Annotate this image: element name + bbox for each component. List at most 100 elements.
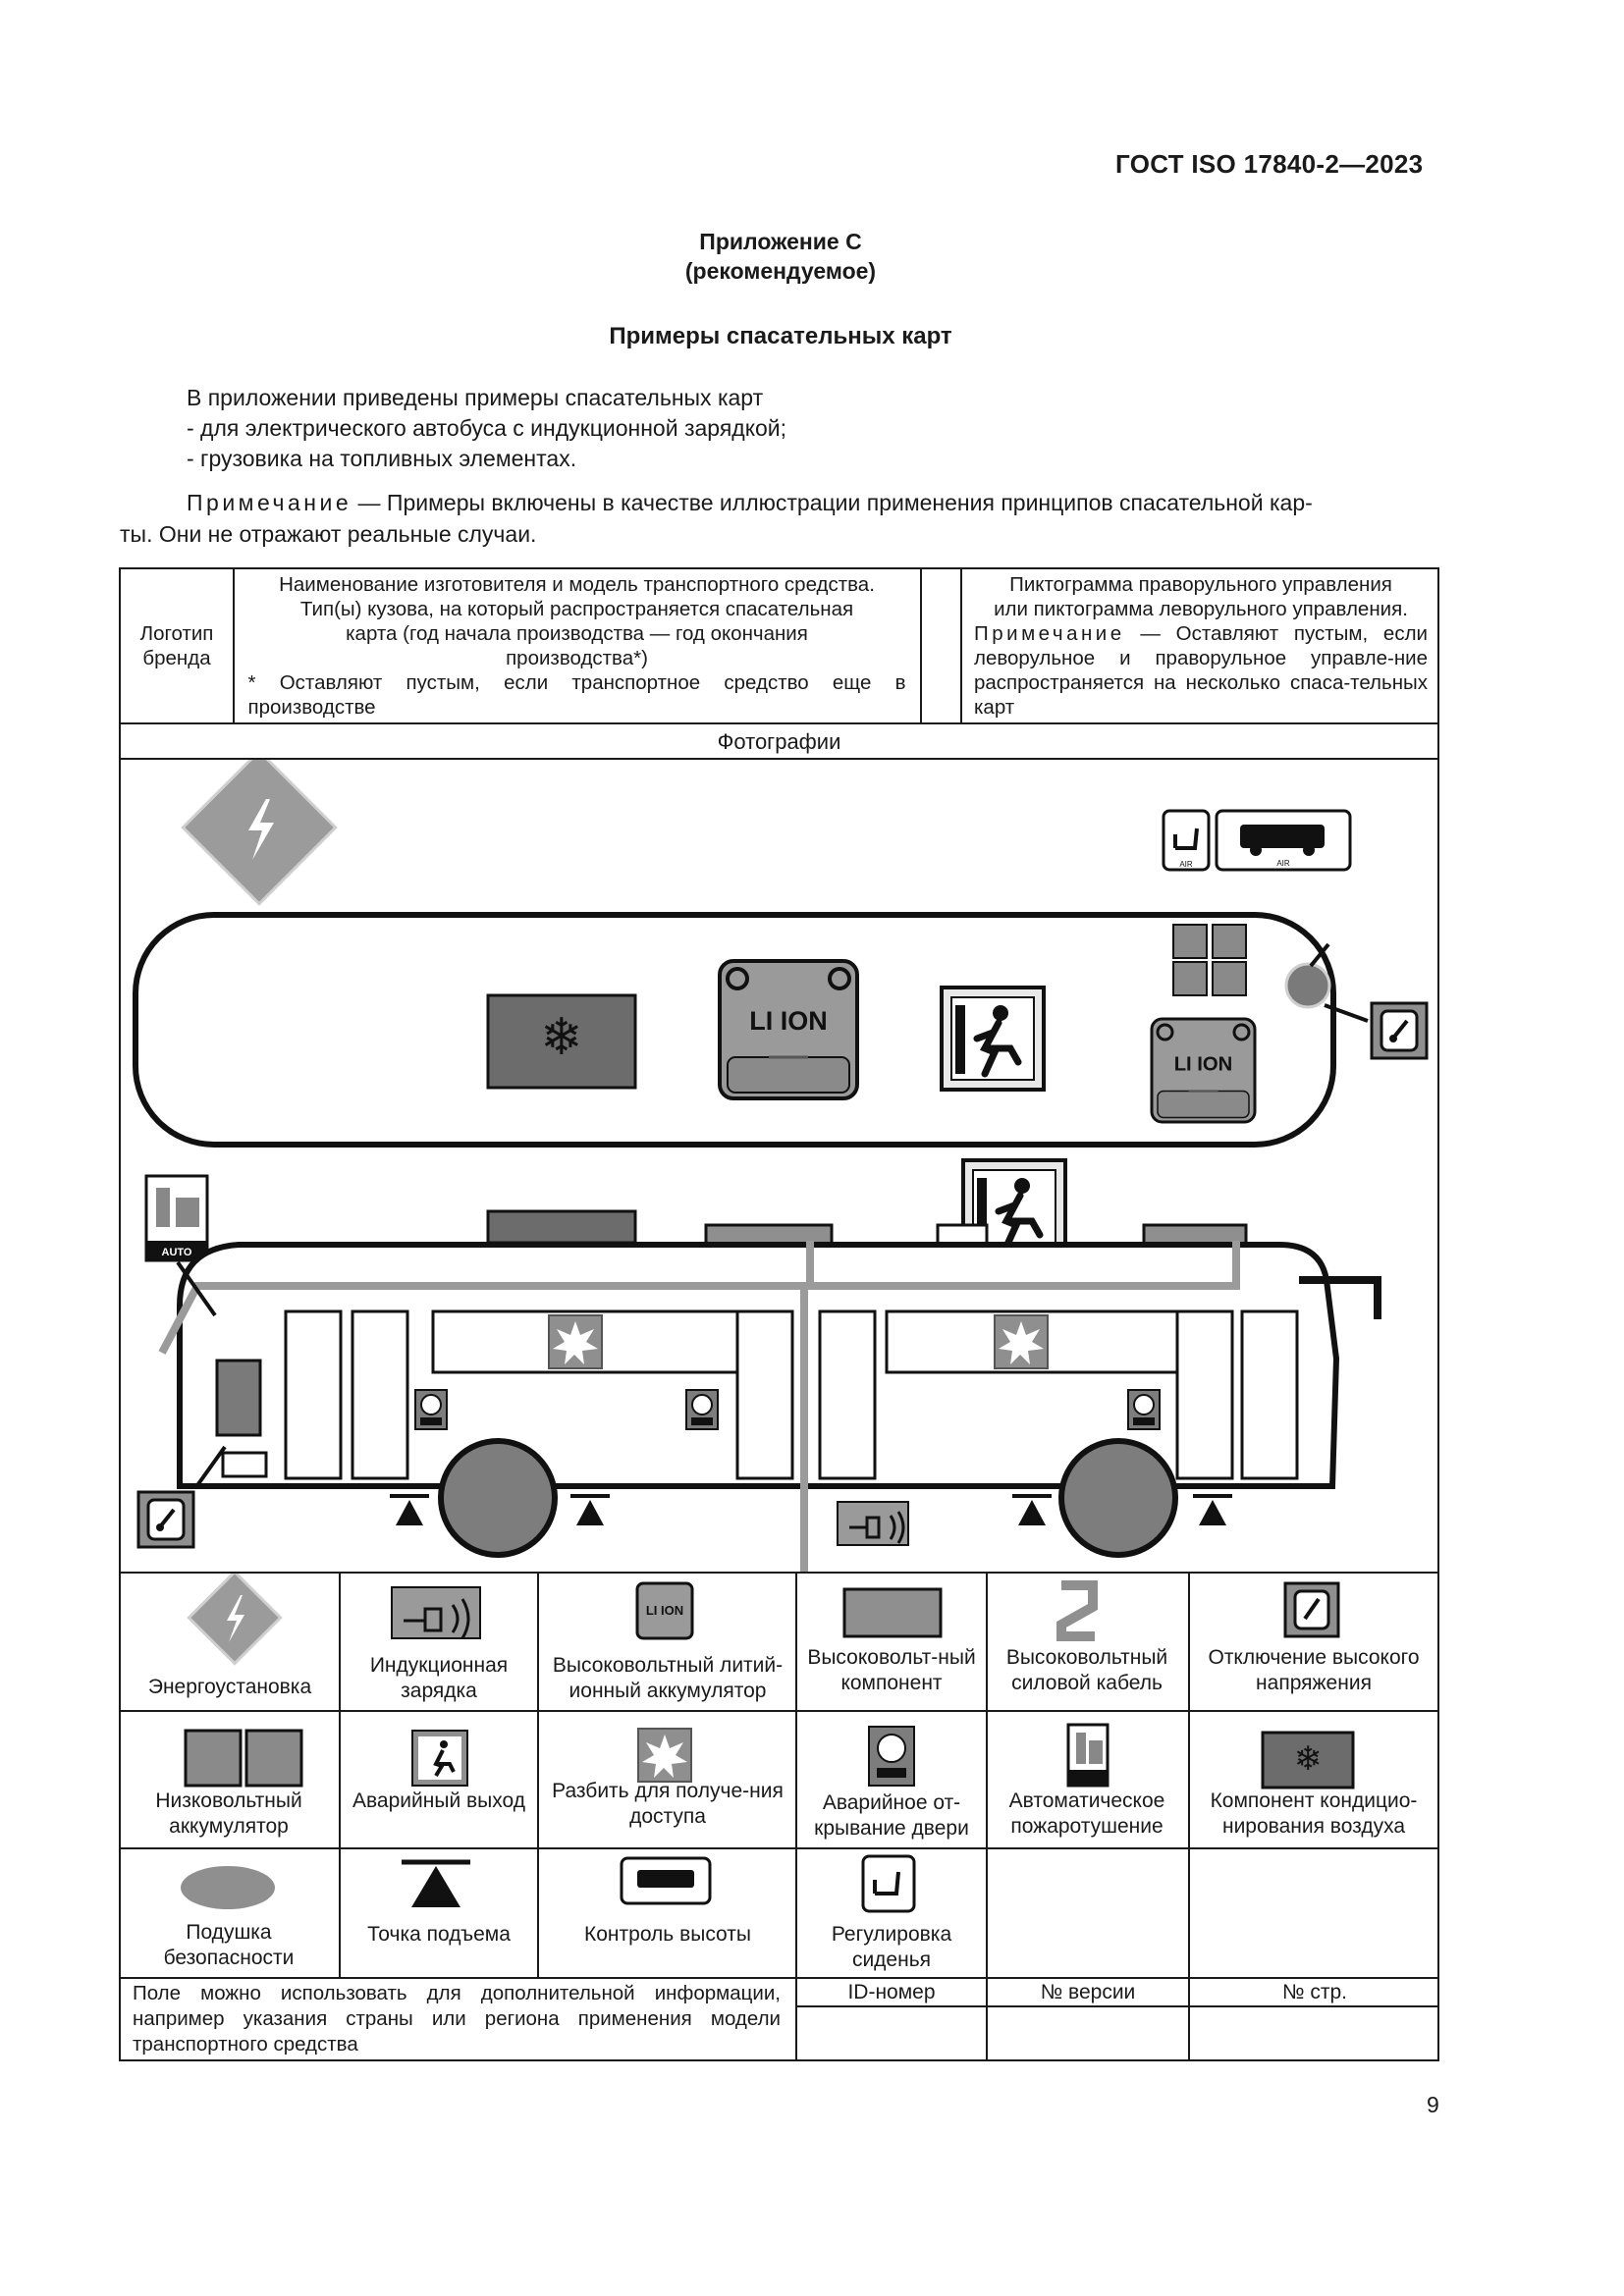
door-release-icon: [685, 1389, 719, 1430]
legend-caption: Аварийный выход: [352, 1789, 525, 1812]
door-release-icon: [868, 1726, 915, 1787]
lifting-point-icon: [402, 1859, 470, 1907]
rescue-card: [119, 567, 1439, 2061]
brand-logo-label: Логотип бренда: [139, 622, 214, 669]
divider: [960, 567, 962, 722]
divider: [119, 1847, 1439, 1849]
id-number-label: ID-номер: [847, 1981, 936, 2003]
divider: [986, 1572, 988, 2060]
svg-text:LI ION: LI ION: [646, 1603, 683, 1618]
wheel: [1058, 1438, 1178, 1558]
air-conditioning-icon: ❄: [1261, 1731, 1355, 1789]
hv-li-ion-battery-icon: LI ION: [635, 1581, 694, 1640]
manufacturer-line: производства*): [506, 647, 648, 669]
svg-text:LI ION: LI ION: [1174, 1054, 1233, 1076]
version-label: № версии: [1040, 1981, 1136, 2003]
drive-line: Пиктограмма праворульного управления: [1009, 573, 1392, 596]
intro-text: В приложении приведены примеры спасатель…: [187, 383, 786, 474]
power-plant-icon: [187, 1574, 283, 1666]
drive-note: Примечание — Оставляют пустым, если лево…: [974, 622, 1428, 719]
fire-suppression-icon: [1066, 1723, 1110, 1788]
divider: [119, 1710, 1439, 1712]
divider: [119, 1572, 1439, 1574]
wheel: [438, 1438, 558, 1558]
hv-disconnect-icon: [136, 1490, 195, 1549]
divider: [233, 567, 235, 722]
break-glass-icon: [994, 1314, 1049, 1369]
lifting-point-icon: [388, 1494, 431, 1527]
lifting-point-icon: [1010, 1494, 1054, 1527]
divider: [1188, 1572, 1190, 2060]
airbag-icon: [181, 1866, 275, 1909]
legend-caption: Высоковольтный силовой кабель: [1005, 1646, 1168, 1694]
hv-disconnect-icon: [1283, 1581, 1340, 1638]
height-control-icon: [620, 1856, 712, 1905]
legend-caption: Автоматическое пожаротушение: [1008, 1789, 1165, 1838]
height-control-icon: AIR: [1215, 809, 1352, 872]
legend-caption: Аварийное от-крывание двери: [814, 1791, 969, 1840]
svg-text:❄: ❄: [540, 1008, 583, 1067]
legend-caption: Регулировка сиденья: [831, 1923, 952, 1971]
air-conditioning-unit: [486, 1209, 637, 1245]
power-plant-icon: [181, 760, 338, 906]
air-conditioning-icon: ❄: [486, 993, 637, 1090]
legend-caption: Разбить для получе-ния доступа: [552, 1780, 784, 1828]
svg-text:AUTO: AUTO: [162, 1247, 192, 1258]
manufacturer-footnote: * Оставляют пустым, если транспортное ср…: [247, 671, 906, 719]
svg-text:AIR: AIR: [1179, 860, 1193, 869]
page-number: 9: [1427, 2092, 1439, 2117]
legend-caption: Отключение высокого напряжения: [1208, 1646, 1420, 1694]
fire-suppression-icon: AUTO: [144, 1174, 209, 1262]
divider: [119, 1977, 1439, 1979]
hv-disconnect-icon: [1370, 1001, 1429, 1060]
divider: [119, 758, 1439, 760]
intro-line: В приложении приведены примеры спасатель…: [187, 385, 764, 410]
lifting-point-icon: [1191, 1494, 1234, 1527]
legend-caption: Энергоустановка: [147, 1676, 312, 1698]
hv-li-ion-battery-icon: LI ION: [718, 959, 859, 1100]
page-field-label: № стр.: [1282, 1981, 1347, 2003]
appendix-status: (рекомендуемое): [684, 258, 877, 284]
drive-side-cell: Пиктограмма праворульного управления или…: [968, 569, 1434, 722]
lv-battery-icon: [184, 1729, 303, 1788]
legend-caption: Точка подъема: [367, 1923, 511, 1946]
break-glass-icon: [548, 1314, 603, 1369]
note-label: Примечание: [187, 490, 352, 515]
induction-charging-icon: [837, 1501, 909, 1546]
manufacturer-line: Наименование изготовителя и модель транс…: [279, 573, 875, 596]
section-heading: Примеры спасательных карт: [609, 323, 952, 349]
svg-text:❄: ❄: [1294, 1739, 1323, 1779]
hv-component-icon: [842, 1587, 943, 1638]
note-text-cont: ты. Они не отражают реальные случаи.: [120, 521, 537, 547]
svg-text:LI ION: LI ION: [749, 1006, 828, 1036]
legend-caption: Высоковольт-ный компонент: [807, 1646, 976, 1694]
break-glass-icon: [637, 1728, 692, 1783]
bus-drawing: ❄ LI ION LI ION AIR AIR AUTO: [133, 760, 1429, 1573]
hv-li-ion-battery-icon: LI ION: [1150, 1017, 1257, 1124]
standard-number: ГОСТ ISO 17840-2—2023: [1115, 149, 1424, 179]
divider: [795, 2005, 1439, 2007]
divider: [339, 1572, 341, 1977]
divider: [795, 1572, 797, 2060]
legend-caption: Контроль высоты: [584, 1923, 751, 1946]
divider: [920, 567, 922, 722]
divider: [119, 722, 1439, 724]
induction-charging-icon: [391, 1586, 481, 1639]
brand-logo-cell: Логотип бренда: [121, 569, 233, 722]
manufacturer-line: карта (год начала производства — год око…: [346, 622, 808, 645]
legend-caption: Компонент кондицио-нирования воздуха: [1210, 1789, 1418, 1838]
door-release-icon: [414, 1389, 448, 1430]
seat-adjust-icon: [861, 1854, 916, 1913]
photos-label: Фотографии: [717, 728, 841, 754]
seat-adjust-icon: AIR: [1162, 809, 1211, 872]
note-paragraph: Примечание — Примеры включены в качестве…: [120, 487, 1440, 550]
additional-info-field: Поле можно использовать для дополнительн…: [133, 1982, 781, 2056]
note-text: — Примеры включены в качестве иллюстраци…: [352, 490, 1313, 515]
lifting-point-icon: [568, 1494, 612, 1527]
lv-battery-icon: [1172, 924, 1247, 996]
appendix-title: Приложение С: [699, 229, 862, 254]
svg-text:AIR: AIR: [1276, 859, 1290, 868]
door-release-icon: [1127, 1389, 1161, 1430]
hv-cable-icon: [1056, 1580, 1098, 1641]
intro-line: - грузовика на топливных элементах.: [187, 446, 577, 471]
